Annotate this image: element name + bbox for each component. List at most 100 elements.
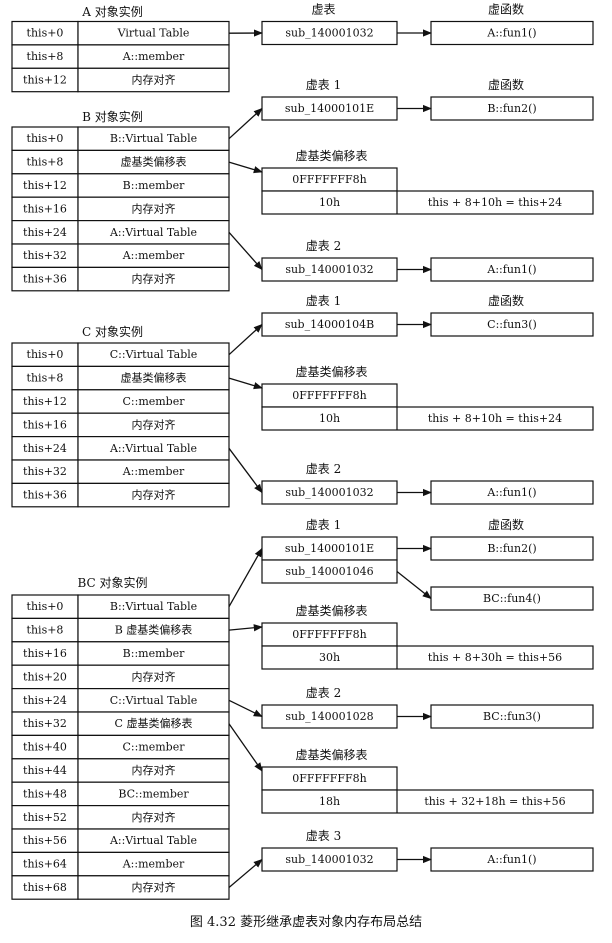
pointer-arrow [228, 699, 263, 718]
offset-label: this+24 [23, 694, 67, 707]
member-label: C 虚基类偏移表 [115, 716, 193, 730]
pointer-arrow [228, 161, 263, 174]
vtable-entry-label: sub_140001032 [285, 486, 373, 499]
member-label: A::member [122, 465, 185, 478]
instance-title: B 对象实例 [82, 109, 143, 124]
offset-label: this+40 [23, 741, 67, 754]
member-label: 内存对齐 [132, 272, 176, 286]
member-cell [77, 482, 230, 508]
offset-formula: this + 8+10h = this+24 [428, 412, 562, 425]
vtable-entry-label: sub_14000101E [285, 102, 374, 115]
vtable-entry-label: sub_14000101E [285, 542, 374, 555]
member-label: 内存对齐 [132, 73, 176, 87]
offset-label: this+68 [23, 881, 67, 894]
member-label: BC::member [118, 787, 189, 800]
instance-title: C 对象实例 [82, 324, 143, 339]
offset-formula: this + 8+10h = this+24 [428, 196, 562, 209]
offset-table-title: 虚基类偏移表 [295, 747, 367, 762]
function-title: 虚函数 [488, 77, 524, 92]
member-label: 虚基类偏移表 [121, 371, 187, 385]
vtable-title: 虚表 1 [306, 294, 341, 308]
member-label: 内存对齐 [132, 417, 176, 431]
function-title: 虚函数 [488, 293, 524, 308]
vtable-entry-label: sub_140001032 [285, 853, 373, 866]
offset-label: this+8 [27, 372, 64, 385]
vtable-entry-label: sub_140001032 [285, 263, 373, 276]
vtable-title: 虚表 1 [306, 518, 341, 532]
pointer-arrow [228, 447, 263, 494]
function-title: 虚函数 [488, 517, 524, 532]
offset-table-title: 虚基类偏移表 [295, 603, 367, 618]
instance-title: A 对象实例 [81, 4, 142, 19]
function-label: BC::fun3() [483, 710, 541, 723]
offset-label: this+16 [23, 647, 67, 660]
pointer-arrow [228, 377, 263, 390]
vtable-entry-label: sub_140001032 [285, 27, 373, 40]
member-label: A::member [122, 50, 185, 63]
member-label: 内存对齐 [132, 669, 176, 683]
member-label: C::Virtual Table [110, 348, 198, 361]
function-label: C::fun3() [487, 318, 537, 331]
instance-title: BC 对象实例 [77, 575, 147, 590]
offset-table-value: 0FFFFFFF8h [292, 772, 367, 785]
member-label: A::member [122, 249, 185, 262]
member-label: B::Virtual Table [110, 600, 197, 613]
offset-label: this+24 [23, 442, 67, 455]
offset-label: this+0 [27, 132, 64, 145]
offset-table-value: 18h [319, 795, 340, 808]
offset-label: this+12 [23, 74, 67, 87]
member-label: A::member [122, 858, 185, 871]
member-label: 内存对齐 [132, 810, 176, 824]
member-label: B::Virtual Table [110, 132, 197, 145]
offset-table-value: 0FFFFFFF8h [292, 389, 367, 402]
offset-label: this+20 [23, 670, 67, 683]
member-label: 内存对齐 [132, 880, 176, 894]
function-label: B::fun2() [487, 102, 536, 115]
function-title: 虚函数 [488, 2, 524, 17]
pointer-arrow [228, 107, 263, 140]
figure-caption: 图 4.32 菱形继承虚表对象内存布局总结 [190, 914, 422, 930]
offset-label: this+16 [23, 202, 67, 215]
function-label: BC::fun4() [483, 592, 541, 605]
member-label: C::member [122, 395, 185, 408]
offset-label: this+12 [23, 179, 67, 192]
vtable-title: 虚表 2 [306, 686, 341, 700]
pointer-arrow [228, 858, 263, 888]
member-label: B::member [123, 647, 185, 660]
offset-label: this+24 [23, 226, 67, 239]
function-label: A::fun1() [486, 263, 536, 276]
offset-label: this+8 [27, 624, 64, 637]
offset-label: this+32 [23, 249, 67, 262]
offset-label: this+0 [27, 600, 64, 613]
offset-table-title: 虚基类偏移表 [295, 148, 367, 163]
offset-table-entry [261, 190, 594, 215]
pointer-arrow [228, 323, 263, 356]
function-label: B::fun2() [487, 542, 536, 555]
offset-label: this+44 [23, 764, 67, 777]
pointer-arrow [228, 231, 263, 271]
offset-table-entry [261, 406, 594, 431]
offset-table-entry [261, 789, 594, 814]
offset-table-value: 0FFFFFFF8h [292, 173, 367, 186]
offset-label: this+8 [27, 50, 64, 63]
function-label: A::fun1() [486, 27, 536, 40]
offset-label: this+36 [23, 489, 67, 502]
offset-table-value: 10h [319, 196, 340, 209]
function-pointer-arrow [396, 570, 432, 600]
vtable-title: 虚表 2 [306, 239, 341, 253]
vtable-entry-label: sub_140001046 [285, 565, 373, 578]
member-label: A::Virtual Table [109, 442, 197, 455]
vtable-entry-label: sub_140001028 [285, 710, 373, 723]
function-label: A::fun1() [486, 853, 536, 866]
offset-table-value: 0FFFFFFF8h [292, 628, 367, 641]
vtable-entry-label: sub_14000104B [285, 318, 374, 331]
member-label: 内存对齐 [132, 201, 176, 215]
member-cell [77, 266, 230, 292]
member-label: 内存对齐 [132, 488, 176, 502]
member-label: C::Virtual Table [110, 694, 198, 707]
vtable-title: 虚表 [311, 3, 335, 17]
pointer-arrow [228, 547, 263, 608]
member-label: C::member [122, 741, 185, 754]
member-label: Virtual Table [117, 27, 190, 40]
